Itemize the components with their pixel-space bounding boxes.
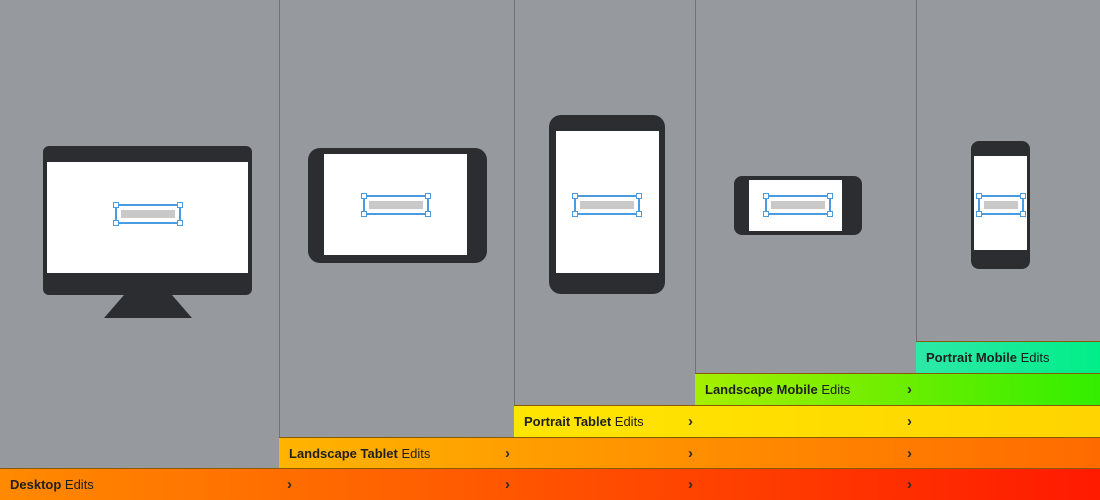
resize-handle	[113, 220, 119, 226]
placeholder-bar	[369, 201, 423, 209]
selected-element	[572, 193, 642, 217]
resize-handle	[763, 193, 769, 199]
band-label: Portrait Mobile Edits	[926, 350, 1050, 365]
placeholder-bar	[580, 201, 634, 209]
chevron-right-icon: ›	[505, 445, 510, 462]
resize-handle	[177, 220, 183, 226]
chevron-right-icon: ›	[907, 445, 912, 462]
resize-handle	[572, 193, 578, 199]
selected-element	[361, 193, 431, 217]
placeholder-bar	[771, 201, 825, 209]
band-portrait-tablet-edits[interactable]: Portrait Tablet Edits › ›	[514, 405, 1100, 437]
resize-handle	[827, 211, 833, 217]
chevron-right-icon: ›	[907, 381, 912, 398]
resize-handle	[572, 211, 578, 217]
chevron-right-icon: ›	[907, 413, 912, 430]
selected-element	[976, 193, 1026, 217]
resize-handle	[976, 211, 982, 217]
resize-handle	[976, 193, 982, 199]
band-desktop-edits[interactable]: Desktop Edits › › › ›	[0, 468, 1100, 500]
column-divider	[514, 0, 515, 405]
resize-handle	[361, 211, 367, 217]
resize-handle	[1020, 211, 1026, 217]
resize-handle	[425, 193, 431, 199]
resize-handle	[827, 193, 833, 199]
placeholder-bar	[984, 201, 1018, 209]
band-label: Landscape Mobile Edits	[705, 382, 851, 397]
band-label: Portrait Tablet Edits	[524, 414, 644, 429]
band-landscape-mobile-edits[interactable]: Landscape Mobile Edits ›	[695, 373, 1100, 405]
selected-element	[113, 202, 183, 226]
resize-handle	[113, 202, 119, 208]
resize-handle	[1020, 193, 1026, 199]
column-divider	[695, 0, 696, 373]
resize-handle	[636, 193, 642, 199]
selected-element	[763, 193, 833, 217]
band-landscape-tablet-edits[interactable]: Landscape Tablet Edits › › ›	[279, 437, 1100, 468]
band-label: Landscape Tablet Edits	[289, 446, 431, 461]
chevron-right-icon: ›	[688, 413, 693, 430]
band-label: Desktop Edits	[10, 477, 94, 492]
chevron-right-icon: ›	[907, 476, 912, 493]
resize-handle	[636, 211, 642, 217]
chevron-right-icon: ›	[688, 445, 693, 462]
placeholder-bar	[121, 210, 175, 218]
resize-handle	[425, 211, 431, 217]
column-divider	[916, 0, 917, 341]
resize-handle	[177, 202, 183, 208]
resize-handle	[361, 193, 367, 199]
resize-handle	[763, 211, 769, 217]
column-divider	[279, 0, 280, 437]
band-portrait-mobile-edits[interactable]: Portrait Mobile Edits	[916, 341, 1100, 373]
monitor-stand-icon	[104, 295, 192, 318]
chevron-right-icon: ›	[688, 476, 693, 493]
chevron-right-icon: ›	[287, 476, 292, 493]
chevron-right-icon: ›	[505, 476, 510, 493]
